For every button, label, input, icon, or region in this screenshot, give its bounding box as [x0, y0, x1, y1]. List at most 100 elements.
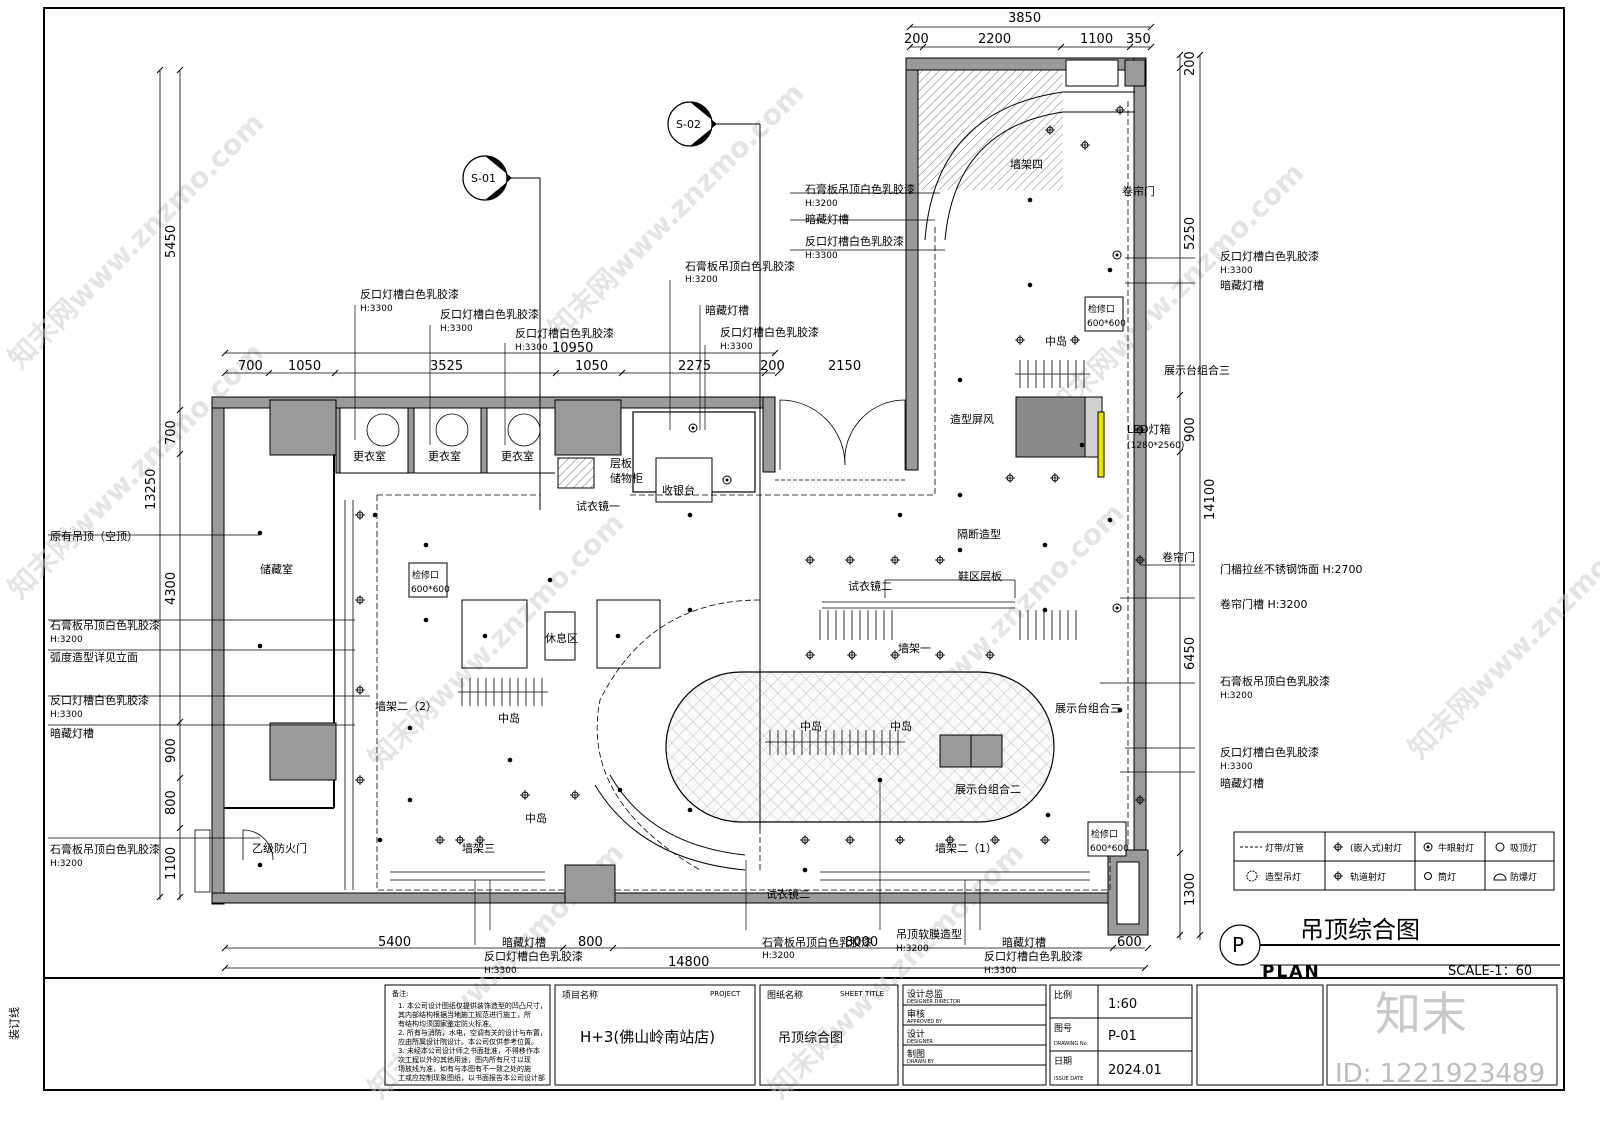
- label-display-2: 展示台组合二: [955, 782, 1021, 796]
- binding-line-label: 装订线: [7, 1007, 21, 1040]
- note-hidden-5: 暗藏灯槽: [1220, 776, 1264, 790]
- dim-top-total: 10950: [552, 341, 593, 356]
- label-wallrack-1: 墙架一: [898, 641, 931, 655]
- remark-line: 工或应控制现象图纸，以书面报告本公司设计部: [398, 1073, 545, 1082]
- label-wallrack-2b: 墙架二（1）: [935, 841, 997, 855]
- label-wallrack-3: 墙架三: [462, 841, 495, 855]
- note-h3300-9: H:3300: [484, 966, 517, 976]
- title-block-text: 备注: 1. 本公司设计图纸仅提供装饰造型的凹凸尺寸， 其内部结构根据当地施工规…: [392, 988, 1162, 1082]
- section-marker-s01: S-01: [462, 155, 541, 510]
- scale-label-cn: 比例: [1054, 989, 1072, 1001]
- note-h3300-10: H:3300: [984, 966, 1017, 976]
- note-h3300-8: H:3300: [1220, 762, 1253, 772]
- note-cove-10: 反口灯槽白色乳胶漆: [984, 949, 1083, 963]
- access-panel-2-size: 600*600: [1087, 319, 1126, 329]
- label-wallrack-2a: 墙架二（2）: [375, 699, 437, 713]
- note-hidden-4: 暗藏灯槽: [1220, 278, 1264, 292]
- drawn-label-en: DRAWN BY: [907, 1059, 935, 1065]
- note-cove-3: 反口灯槽白色乳胶漆: [515, 326, 614, 340]
- dim-right-1: 200: [1183, 51, 1198, 76]
- remark-line: 应由所属设计院设计。本公司仅供参考位置。: [398, 1037, 538, 1046]
- dim-rt-4: 350: [1126, 32, 1151, 47]
- watermark-text: 知末网www.znzmo.com: [362, 506, 631, 775]
- sheet-label-en: SHEET TITLE: [840, 990, 884, 998]
- watermark-layer: 知末网www.znzmo.com 知末网www.znzmo.com 知末网www…: [2, 76, 1600, 1105]
- dim-left-6: 1100: [164, 847, 179, 880]
- room-cashier: 收银台: [662, 483, 695, 497]
- note-gypsum-3: 石膏板吊顶白色乳胶漆: [50, 618, 160, 632]
- note-cove-5: 反口灯槽白色乳胶漆: [805, 234, 904, 248]
- project-label-cn: 项目名称: [562, 989, 598, 1001]
- drawing-no-label-en: DRAWING No.: [1054, 1041, 1089, 1047]
- dim-right-top-total: 3850: [1008, 11, 1041, 26]
- ceiling-annotations: 反口灯槽白色乳胶漆 H:3300 反口灯槽白色乳胶漆 H:3300 反口灯槽白色…: [50, 182, 1362, 976]
- label-mirror-2: 试衣镜二: [848, 579, 892, 593]
- note-h3200-5: H:3200: [1220, 691, 1253, 701]
- note-h3200-4: H:3200: [50, 859, 83, 869]
- note-existing-ceiling: 原有吊顶（空顶）: [50, 529, 138, 543]
- note-h3200-2: H:3200: [805, 199, 838, 209]
- dim-rt-3: 1100: [1080, 32, 1113, 47]
- note-h3300-1: H:3300: [360, 304, 393, 314]
- dim-top-1: 700: [238, 359, 263, 374]
- note-h3300-2: H:3300: [440, 324, 473, 334]
- room-lounge: 休息区: [545, 631, 578, 645]
- room-storage: 储藏室: [260, 562, 293, 576]
- access-panel-3-size: 600*600: [1090, 844, 1129, 854]
- project-name: H+3(佛山岭南站店): [580, 1028, 715, 1046]
- section-label-s02: S-02: [676, 118, 701, 131]
- label-wallrack-4: 墙架四: [1010, 157, 1043, 171]
- drawing-scale: SCALE-1：60: [1448, 964, 1532, 979]
- drawing-no-label-cn: 图号: [1054, 1023, 1072, 1034]
- note-cove-1: 反口灯槽白色乳胶漆: [360, 287, 459, 301]
- label-screen: 造型屏风: [950, 412, 994, 426]
- id-watermark: ID: 1221923489: [1335, 1059, 1545, 1089]
- sheet-border: [43, 7, 1565, 1091]
- note-gypsum-1: 石膏板吊顶白色乳胶漆: [685, 259, 795, 273]
- legend-label-strip: 灯带/灯管: [1265, 842, 1304, 854]
- dim-left-5: 800: [164, 790, 179, 815]
- legend-label-track: 轨道射灯: [1350, 871, 1386, 883]
- watermark-text: 知末网www.znzmo.com: [2, 336, 271, 605]
- legend-label-explosion: 防爆灯: [1510, 871, 1537, 883]
- legend-label-tube: 筒灯: [1438, 871, 1456, 883]
- label-display-3b: 展示台组合三: [1055, 701, 1121, 715]
- logo-text: 知末: [1375, 987, 1467, 1041]
- dim-top-2: 1050: [288, 359, 321, 374]
- access-panel-3-label: 检修口: [1091, 828, 1118, 840]
- scale-value: 1:60: [1108, 997, 1137, 1012]
- remarks-label: 备注:: [392, 989, 408, 998]
- dim-top-6: 200: [760, 359, 785, 374]
- dim-right-2: 5250: [1183, 217, 1198, 250]
- room-labels: 储藏室 更衣室 更衣室 更衣室 收银台 层板 储物柜 休息区 中岛 中岛 中岛 …: [252, 157, 1230, 901]
- dimension-ticks: [156, 23, 1204, 972]
- dim-top-5: 2275: [678, 359, 711, 374]
- remark-line: 场放线为准，如有与本图有不一致之处的施: [398, 1064, 531, 1073]
- note-soft-film: 吊顶软膜造型: [896, 927, 962, 941]
- designer-label-cn: 设计: [907, 1028, 925, 1040]
- dim-bottom-total: 14800: [668, 955, 709, 970]
- note-h3200-1: H:3200: [685, 275, 718, 285]
- label-fire-door: 乙级防火门: [252, 841, 307, 855]
- dim-right-3: 900: [1183, 417, 1198, 442]
- watermark-text: 知末网www.znzmo.com: [2, 106, 271, 375]
- dim-rt-1: 200: [904, 32, 929, 47]
- dim-left-1: 5450: [164, 225, 179, 258]
- note-door-trim: 门楣拉丝不锈钢饰面 H:2700: [1220, 562, 1362, 576]
- dim-bottom-1: 5400: [378, 935, 411, 950]
- dim-top-3: 3525: [430, 359, 463, 374]
- note-h3300-5: H:3300: [805, 251, 838, 261]
- room-fitting-3: 更衣室: [501, 449, 534, 463]
- drawing-title: P 吊顶综合图 PLAN SCALE-1：60: [1219, 916, 1560, 982]
- drawing-title-en: PLAN: [1262, 962, 1321, 982]
- legend-label-pendant: 造型吊灯: [1265, 871, 1301, 883]
- note-h3300-3: H:3300: [515, 343, 548, 353]
- dimension-labels: 700 1050 3525 1050 2275 200 2150 10950 3…: [144, 11, 1218, 970]
- dim-top-4: 1050: [575, 359, 608, 374]
- drawing-number: P-01: [1108, 1029, 1137, 1044]
- room-locker: 储物柜: [610, 471, 643, 485]
- logo-watermark: 知末 ID: 1221923489: [1335, 987, 1545, 1089]
- dim-left-2: 700: [164, 420, 179, 445]
- note-h3200-3: H:3200: [50, 635, 83, 645]
